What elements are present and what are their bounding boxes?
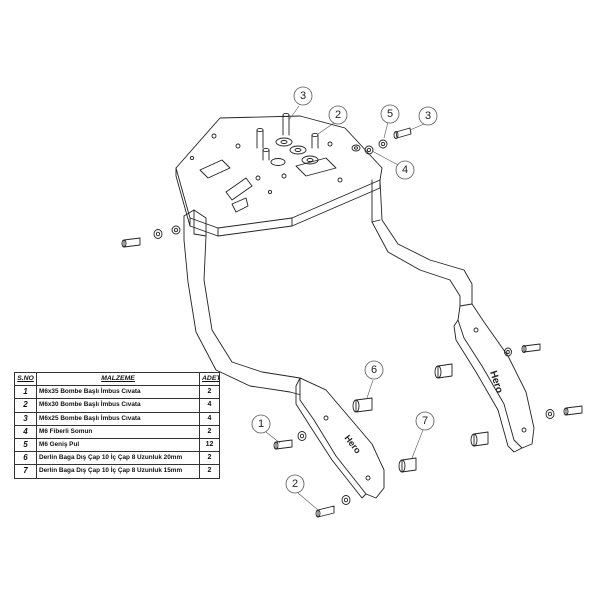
svg-text:5: 5	[387, 108, 393, 120]
carrier-plate	[175, 115, 383, 237]
row-quantity: 4	[199, 398, 220, 413]
svg-text:3: 3	[300, 90, 306, 102]
row-number: 6	[14, 451, 37, 466]
table-row: 5 M6 Geniş Pul 12	[14, 437, 220, 453]
row-material: M6 Geniş Pul	[36, 437, 200, 453]
left-hardware	[121, 225, 181, 248]
callout-top-2: 2	[317, 105, 348, 135]
row-material: M6x25 Bombe Başlı İmbus Cıvata	[36, 411, 200, 426]
row-number: 5	[14, 437, 37, 453]
svg-text:2: 2	[335, 109, 341, 121]
row-material: M6x35 Bombe Başlı İmbus Cıvata	[36, 385, 200, 400]
svg-text:1: 1	[258, 418, 264, 430]
row-number: 2	[14, 398, 37, 413]
row-number: 7	[14, 464, 37, 479]
callout-balloons: 3 2 5 3 4 6 1	[251, 86, 438, 511]
row-number: 3	[14, 411, 37, 426]
left-side-plate	[295, 377, 385, 499]
rack-frame-right-arm	[371, 179, 473, 313]
bottom-hardware	[273, 397, 417, 518]
rack-frame-left-arm	[183, 209, 327, 401]
row-number: 1	[14, 385, 37, 400]
row-quantity: 2	[199, 464, 220, 479]
row-material: M6 Fiberli Somun	[36, 424, 200, 439]
row-quantity: 2	[199, 424, 220, 439]
row-quantity: 4	[199, 411, 220, 426]
table-row: 2 M6x30 Bombe Başlı İmbus Cıvata 4	[14, 398, 220, 413]
row-number: 4	[14, 424, 37, 439]
callout-top-5: 5	[380, 104, 400, 139]
parts-list-header-row: S.NO MALZEME ADET	[14, 371, 220, 387]
table-row: 7 Derlin Baga Dış Çap 10 İç Çap 8 Uzunlu…	[14, 464, 220, 479]
header-sno: S.NO	[14, 371, 37, 387]
row-quantity: 12	[199, 437, 220, 453]
table-row: 6 Derlin Baga Dış Çap 10 İç Çap 8 Uzunlu…	[14, 451, 220, 466]
callout-1: 1	[251, 414, 281, 444]
row-material: M6x30 Bombe Başlı İmbus Cıvata	[36, 398, 200, 413]
svg-text:4: 4	[402, 164, 408, 176]
callout-7: 7	[411, 411, 435, 459]
row-material: Derlin Baga Dış Çap 10 İç Çap 8 Uzunluk …	[36, 464, 200, 479]
svg-text:6: 6	[371, 364, 377, 376]
callout-6: 6	[364, 360, 384, 399]
top-right-hardware	[364, 127, 412, 155]
plate-bolts	[256, 112, 361, 166]
table-row: 3 M6x25 Bombe Başlı İmbus Cıvata 4	[14, 411, 220, 426]
row-quantity: 2	[199, 451, 220, 466]
right-side-plate	[453, 303, 535, 453]
callout-top-right-3: 3	[409, 106, 438, 131]
svg-text:2: 2	[292, 478, 298, 490]
header-quantity: ADET	[199, 371, 220, 387]
callout-bottom-2: 2	[285, 474, 319, 511]
svg-text:3: 3	[425, 110, 431, 122]
callout-top-left-3: 3	[288, 86, 313, 121]
table-row: 1 M6x35 Bombe Başlı İmbus Cıvata 2	[14, 385, 220, 400]
right-hardware	[434, 343, 583, 447]
table-row: 4 M6 Fiberli Somun 2	[14, 424, 220, 439]
svg-text:7: 7	[422, 415, 428, 427]
callout-4: 4	[371, 150, 415, 180]
parts-list-table: S.NO MALZEME ADET 1 M6x35 Bombe Başlı İm…	[14, 371, 220, 479]
row-material: Derlin Baga Dış Çap 10 İç Çap 8 Uzunluk …	[36, 451, 200, 466]
row-quantity: 2	[199, 385, 220, 400]
header-material: MALZEME	[36, 371, 200, 387]
